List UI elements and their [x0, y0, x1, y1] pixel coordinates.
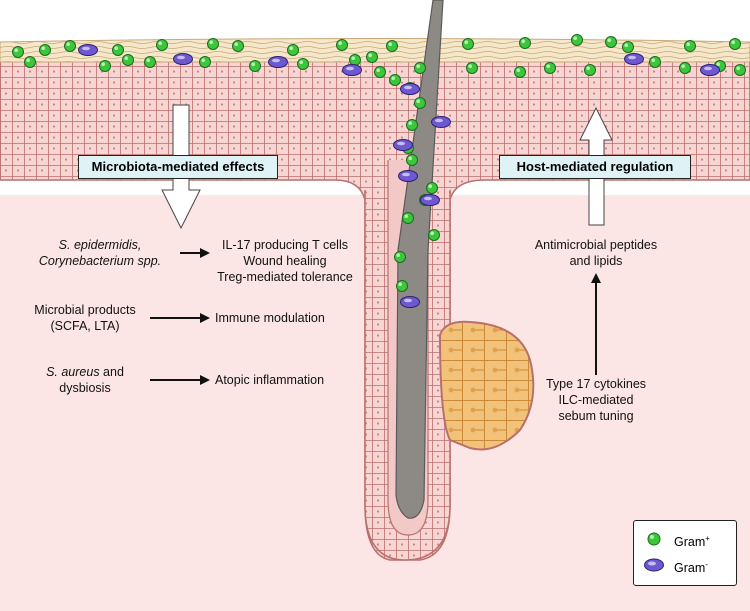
effect-atopic-inflammation: Atopic inflammation	[215, 373, 325, 387]
gram-positive-bacterium	[336, 39, 348, 51]
gram-positive-bacterium	[729, 38, 741, 50]
gram-positive-bacterium	[684, 40, 696, 52]
sebaceous-gland	[438, 320, 535, 451]
effect-wound-healing: Wound healing	[243, 254, 327, 268]
gram-positive-bacterium	[462, 38, 474, 50]
source-aureus: S. aureus and	[46, 365, 124, 379]
gram-positive-bacterium	[679, 62, 691, 74]
effect-il17: IL-17 producing T cells	[221, 238, 348, 252]
ilc-mediated-label: ILC-mediated	[558, 393, 634, 407]
host-regulation-box: Host-mediated regulation	[499, 155, 691, 179]
gram-positive-bacterium	[389, 74, 401, 86]
gram-positive-bacterium	[394, 251, 406, 263]
gram-positive-bacterium	[122, 54, 134, 66]
gram-positive-bacterium	[406, 119, 418, 131]
gram-positive-bacterium	[144, 56, 156, 68]
gram-positive-bacterium	[366, 51, 378, 63]
gram-positive-bacterium	[414, 62, 426, 74]
gram-positive-bacterium	[519, 37, 531, 49]
gram-negative-icon	[644, 558, 664, 572]
gram-positive-bacterium	[99, 60, 111, 72]
gram-positive-bacterium	[466, 62, 478, 74]
gram-positive-bacterium	[734, 64, 746, 76]
gram-positive-bacterium	[199, 56, 211, 68]
gram-positive-bacterium	[349, 54, 361, 66]
gram-positive-bacterium	[414, 97, 426, 109]
gram-positive-bacterium	[156, 39, 168, 51]
gram-positive-icon	[647, 532, 661, 546]
sebum-tuning-label: sebum tuning	[558, 409, 634, 423]
gram-positive-bacterium	[584, 64, 596, 76]
lipids-label: and lipids	[569, 254, 623, 268]
gram-positive-bacterium	[287, 44, 299, 56]
gram-positive-bacterium	[544, 62, 556, 74]
gram-positive-label: Gram	[674, 535, 706, 550]
gram-positive-bacterium	[571, 34, 583, 46]
gram-positive-bacterium	[249, 60, 261, 72]
source-epidermidis: S. epidermidis,	[58, 238, 142, 252]
type17-cytokines-label: Type 17 cytokines	[545, 377, 647, 391]
gram-positive-bacterium	[514, 66, 526, 78]
gram-positive-bacterium	[406, 154, 418, 166]
microbiota-effects-box: Microbiota-mediated effects	[78, 155, 278, 179]
gram-positive-bacterium	[374, 66, 386, 78]
gram-positive-bacterium	[12, 46, 24, 58]
gram-positive-bacterium	[386, 40, 398, 52]
gram-positive-bacterium	[39, 44, 51, 56]
gram-positive-bacterium	[207, 38, 219, 50]
gram-positive-bacterium	[402, 212, 414, 224]
gram-positive-bacterium	[428, 229, 440, 241]
gram-positive-bacterium	[426, 182, 438, 194]
gram-positive-bacterium	[112, 44, 124, 56]
legend: Gram+ Gram-	[633, 520, 737, 586]
source-scfa-lta: (SCFA, LTA)	[50, 319, 120, 333]
gram-negative-label: Gram	[674, 561, 706, 576]
gram-positive-bacterium	[297, 58, 309, 70]
gram-positive-bacterium	[649, 56, 661, 68]
source-corynebacterium: Corynebacterium spp.	[38, 254, 162, 268]
bacteria-layer	[12, 34, 746, 308]
gram-positive-bacterium	[622, 41, 634, 53]
source-microbial-products: Microbial products	[34, 303, 136, 317]
gram-positive-bacterium	[24, 56, 36, 68]
gram-positive-bacterium	[396, 280, 408, 292]
effect-arrows	[150, 248, 601, 385]
source-dysbiosis: dysbiosis	[59, 381, 111, 395]
effect-immune-modulation: Immune modulation	[215, 311, 325, 325]
hair-shaft	[395, 0, 444, 519]
antimicrobial-peptides-label: Antimicrobial peptides	[534, 238, 658, 252]
effect-treg: Treg-mediated tolerance	[217, 270, 353, 284]
gram-positive-bacterium	[605, 36, 617, 48]
gram-positive-bacterium	[64, 40, 76, 52]
gram-positive-bacterium	[232, 40, 244, 52]
